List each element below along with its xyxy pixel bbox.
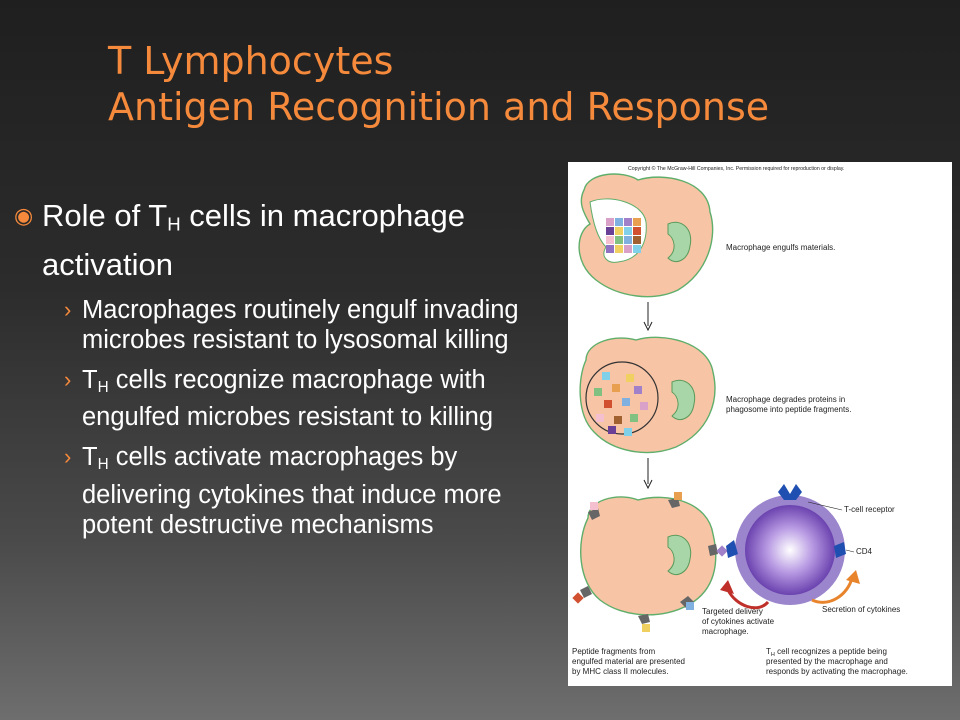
macrophage-cell-3 — [580, 496, 717, 616]
nucleus-1 — [667, 221, 692, 262]
main-bullet-text-b: cells in macrophage activation — [42, 198, 465, 282]
target-bullet-icon: ◉ — [14, 203, 34, 228]
secretion-arrow — [811, 577, 854, 604]
arrow-1-head — [643, 321, 653, 332]
cd4-label: CD4 — [856, 547, 873, 556]
sub-bullet-1: › Macrophages routinely engulf invading … — [64, 295, 564, 355]
bullet-list: ◉ Role of TH cells in macrophage activat… — [14, 196, 564, 540]
title-line-1: T Lymphocytes — [108, 39, 394, 83]
microbe-grid-1 — [606, 218, 641, 253]
tcr-label: T-cell receptor — [844, 505, 895, 514]
sub-bullet-1-text: Macrophages routinely engulf invading mi… — [82, 295, 519, 354]
t-cell-receptor-left — [726, 540, 738, 558]
secretion-arrowhead — [846, 570, 860, 584]
main-bullet-text-a: Role of T — [42, 198, 168, 233]
th-line3: responds by activating the macrophage. — [766, 667, 908, 676]
t-helper-cell — [735, 495, 845, 605]
sub-bullet-2-text-a: T — [82, 365, 98, 394]
mhc-molecules — [572, 492, 728, 632]
nucleus-3 — [667, 534, 692, 575]
sub-bullet-2: › TH cells recognize macrophage with eng… — [64, 365, 564, 433]
tcr-leader — [807, 501, 843, 511]
targeted-delivery-arrowhead — [720, 580, 734, 594]
arrow-2-head — [643, 479, 653, 490]
peptide-line3: by MHC class II molecules. — [572, 667, 668, 676]
th-line2: presented by the macrophage and — [766, 657, 888, 666]
sub-bullet-3-text-a: T — [82, 443, 98, 472]
macrophage-activation-figure: Copyright © The McGraw-Hill Companies, I… — [568, 162, 952, 686]
secretion-label: Secretion of cytokines — [822, 605, 900, 614]
targeted-line3: macrophage. — [702, 627, 749, 636]
title-line-2: Antigen Recognition and Response — [108, 85, 770, 129]
sub-bullet-3-text-b: cells activate macrophages by delivering… — [82, 443, 502, 540]
main-bullet-sub: H — [167, 213, 181, 235]
sub-bullet-2-text-b: cells recognize macrophage with engulfed… — [82, 365, 494, 432]
step2-text-line2: phagosome into peptide fragments. — [726, 405, 851, 414]
th-line1-sub: H — [771, 652, 775, 658]
cd4-molecule — [834, 542, 846, 558]
th-line1-rest: cell recognizes a peptide being — [775, 647, 887, 656]
step2-text-line1: Macrophage degrades proteins in — [726, 395, 845, 404]
figure-svg: Copyright © The McGraw-Hill Companies, I… — [572, 165, 908, 676]
main-bullet: ◉ Role of TH cells in macrophage activat… — [14, 196, 564, 285]
peptide-fragments-2 — [594, 372, 648, 436]
targeted-line2: of cytokines activate — [702, 617, 775, 626]
chevron-right-icon: › — [64, 296, 72, 322]
peptide-line2: engulfed material are presented — [572, 657, 685, 666]
targeted-line1: Targeted delivery — [702, 607, 763, 616]
t-cell-receptor-top — [778, 484, 802, 500]
th-line1-t: T — [766, 647, 771, 656]
cd4-leader — [845, 549, 855, 553]
peptide-line1: Peptide fragments from — [572, 647, 655, 656]
sub-bullet-2-sub: H — [97, 378, 109, 396]
copyright-text: Copyright © The McGraw-Hill Companies, I… — [628, 165, 844, 172]
chevron-right-icon: › — [64, 444, 72, 470]
chevron-right-icon: › — [64, 366, 72, 392]
th-line1: TH cell recognizes a peptide being — [766, 647, 887, 658]
sub-bullet-3: › TH cells activate macrophages by deliv… — [64, 442, 564, 540]
step1-text: Macrophage engulfs materials. — [726, 243, 835, 252]
slide-title: T Lymphocytes Antigen Recognition and Re… — [108, 38, 928, 130]
sub-bullet-3-sub: H — [97, 456, 109, 474]
targeted-delivery-arrow — [726, 589, 770, 610]
nucleus-2 — [671, 379, 696, 420]
